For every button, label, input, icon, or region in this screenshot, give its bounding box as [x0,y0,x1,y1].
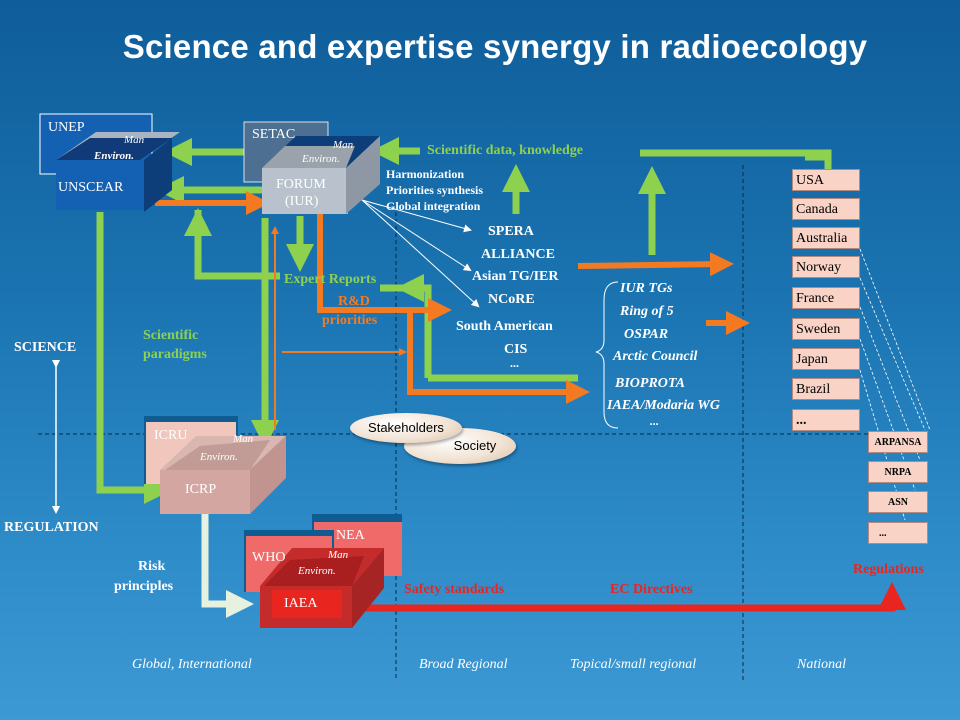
science-label: SCIENCE [14,340,77,355]
stakeholders-label: Stakeholders [368,420,444,435]
topical-item: OSPAR [624,327,669,342]
unep-label: UNEP [48,120,85,135]
country-box: USA [792,169,860,191]
icrp-man-label: Man [233,433,254,445]
icrp-label: ICRP [185,482,217,497]
country-box: Brazil [792,378,860,400]
topical-item: BIOPROTA [615,376,686,391]
country-box: Australia [792,227,860,249]
topical-item: IUR TGs [620,281,673,296]
forum-label: FORUM [276,177,326,192]
expert-reports-label: Expert Reports [284,272,377,287]
nea-label: NEA [336,528,365,543]
iaea-man-label: Man [328,549,349,561]
regulator-box: NRPA [868,461,928,483]
regulator-box: ASN [868,491,928,513]
scientific-label: Scientific [143,328,199,343]
setac-label: SETAC [252,127,296,142]
country-box: Canada [792,198,860,220]
icrp-environ-label: Environ. [200,451,238,463]
network-item: ... [510,356,519,370]
global-integration-label: Global integration [386,199,481,213]
network-item: SPERA [488,224,534,239]
scale-label: National [797,657,847,672]
country-box: Norway [792,256,860,278]
topical-item: Arctic Council [613,349,698,364]
topical-item: ... [650,414,659,428]
icru-label: ICRU [154,428,188,443]
network-item: Asian TG/IER [472,269,559,284]
regulations-label: Regulations [853,562,924,577]
network-item: NCoRE [488,292,535,307]
country-box: ... [792,409,860,431]
safety-standards-label: Safety standards [404,582,504,597]
iur-label: (IUR) [285,194,319,209]
network-item: ALLIANCE [481,247,555,262]
stakeholders-ellipse: Stakeholders [350,413,462,443]
harmonization-label: Harmonization [386,167,464,181]
forum-environ-label: Environ. [302,153,340,165]
regulator-box: ARPANSA [868,431,928,453]
rd-label: R&D [338,294,370,309]
ec-directives-label: EC Directives [610,582,693,597]
forum-man-label: Man [333,139,354,151]
country-box: France [792,287,860,309]
iaea-label: IAEA [284,596,318,611]
unscear-environ-label: Environ. [94,150,135,162]
society-label: Society [453,438,497,453]
scientific-data-label: Scientific data, knowledge [427,143,583,158]
priorities-label: priorities [322,313,378,328]
unscear-label: UNSCEAR [58,180,124,195]
orange-arrows [155,191,750,404]
network-item: CIS [504,342,528,357]
scale-label: Broad Regional [419,657,508,672]
priorities-synthesis-label: Priorities synthesis [386,183,483,197]
scale-label: Global, International [132,657,252,672]
country-box: Sweden [792,318,860,340]
regulator-box: ... [868,522,928,544]
topical-item: IAEA/Modaria WG [607,398,720,413]
risk-label: Risk [138,559,166,574]
regulation-label: REGULATION [4,520,99,535]
topical-item: Ring of 5 [620,304,674,319]
who-label: WHO [252,550,286,565]
iaea-environ-label: Environ. [298,565,336,577]
page-title: Science and expertise synergy in radioec… [122,28,868,65]
scale-label: Topical/small regional [570,657,697,672]
paradigms-label: paradigms [143,347,207,362]
principles-label: principles [114,579,174,594]
network-item: South American [456,319,553,334]
unscear-man-label: Man [124,134,145,146]
country-box: Japan [792,348,860,370]
